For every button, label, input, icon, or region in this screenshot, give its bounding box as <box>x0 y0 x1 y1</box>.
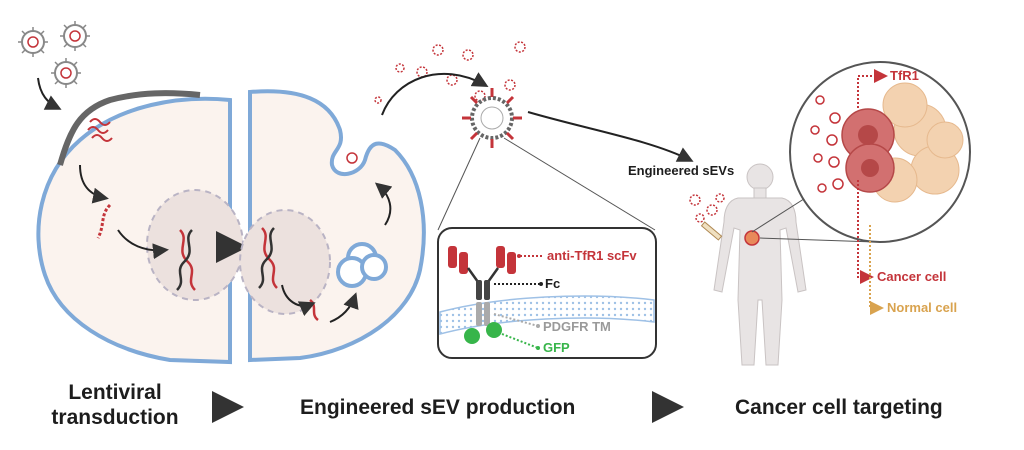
to-mvb-arrow <box>329 292 359 323</box>
multivesicular-body <box>336 242 388 288</box>
fc-label: Fc <box>545 276 561 291</box>
cancer-cell-callout <box>857 180 874 284</box>
pdgfr-tm-label: PDGFR TM <box>543 319 611 334</box>
delivery-arrow <box>527 111 694 162</box>
export-arrow <box>281 284 316 317</box>
normal-cell-label: Normal cell <box>887 300 958 315</box>
secretion-arrow <box>374 182 393 226</box>
rt-arrow <box>79 164 109 204</box>
tfr1-callout <box>857 69 888 108</box>
cancer-cell-label: Cancer cell <box>877 269 947 284</box>
virus-entry-arrow <box>37 77 62 110</box>
viral-fusion-membrane <box>57 90 201 166</box>
stage-lentiviral-label: Lentiviral transduction <box>51 381 179 429</box>
tfr1-label: TfR1 <box>890 68 919 83</box>
integrated-dna-left <box>176 229 196 291</box>
integrated-dna-right <box>258 227 278 289</box>
zoom-line-right <box>503 137 656 231</box>
circulating-sevs <box>689 193 725 223</box>
zoom-line-left <box>437 137 481 231</box>
budding-vesicles <box>346 152 358 164</box>
syringe <box>700 221 723 241</box>
released-sevs <box>374 41 526 104</box>
stage-targeting-label: Cancer cell targeting <box>735 396 943 419</box>
stage-production-label: Engineered sEV production <box>300 396 576 419</box>
viral-rna <box>87 118 113 142</box>
anti-tfr1-label: anti-TfR1 scFv <box>547 248 637 263</box>
tumor-site <box>744 230 760 246</box>
left-cell <box>36 90 244 365</box>
engineered-sev <box>462 88 522 148</box>
gfp-label: GFP <box>543 340 570 355</box>
membrane-inset <box>437 227 657 359</box>
virus-particles <box>18 21 90 88</box>
stage-lentiviral-line1: Lentiviral transduction <box>40 380 190 430</box>
release-arrow <box>381 72 489 116</box>
nuclear-import-arrow <box>117 229 169 260</box>
engineered-sevs-label: Engineered sEVs <box>628 163 735 178</box>
normal-cell-callout <box>869 225 884 315</box>
tumor-zoom-circle <box>789 61 971 243</box>
cdna-strand <box>96 203 112 239</box>
producer-cell <box>239 89 426 363</box>
tumor-zoom-line <box>759 237 876 243</box>
human-body <box>713 163 807 366</box>
producer-nucleus <box>239 209 331 315</box>
